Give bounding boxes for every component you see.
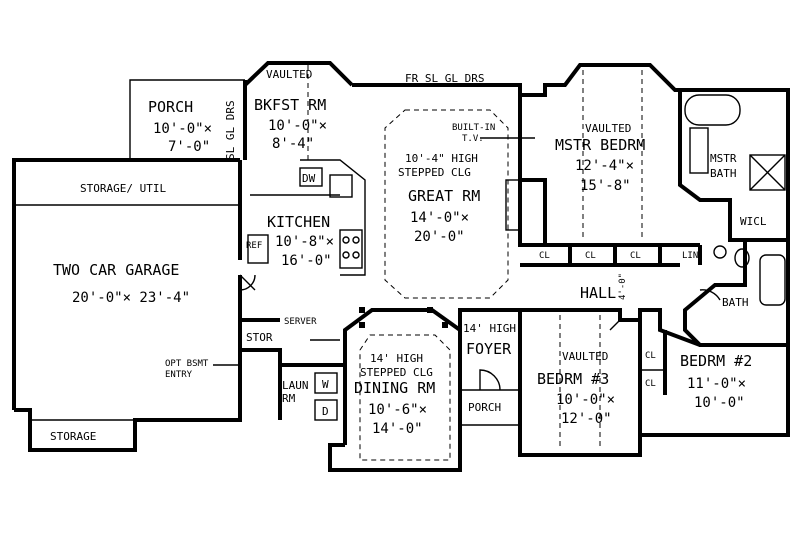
bkfst-dim2: 8'-4" <box>272 136 314 152</box>
garage-label: TWO CAR GARAGE <box>53 261 179 279</box>
dw-label: DW <box>302 172 316 185</box>
built-in-tv-line2: T.V. <box>462 134 484 144</box>
door-swings <box>239 274 721 391</box>
fireplace <box>505 179 521 231</box>
bedrm3-label: BEDRM #3 <box>537 370 609 388</box>
washer-label: W <box>322 378 329 391</box>
mstr-bath-line1: MSTR <box>710 152 737 165</box>
porch-dim1: 10'-0"× <box>153 121 212 137</box>
great-dim1: 14'-0"× <box>410 210 469 226</box>
mstr-bedrm-dim1: 12'-4"× <box>575 158 634 174</box>
wicl-label: WICL <box>740 215 767 228</box>
ceiling-outlines <box>307 65 643 461</box>
washer <box>314 372 338 394</box>
dining-dim1: 10'-6"× <box>368 402 427 418</box>
bedrm2-label: BEDRM #2 <box>680 352 752 370</box>
front-porch-label: PORCH <box>468 401 501 414</box>
dining-note2: STEPPED CLG <box>360 366 433 379</box>
cl-label-3: CL <box>630 251 641 261</box>
porch-label: PORCH <box>148 98 193 116</box>
room-labels: FR SL GL DRS SL GL DRS PORCH 10'-0"× 7'-… <box>14 68 767 443</box>
bedrm2-dim2: 10'-0" <box>694 395 745 411</box>
great-note1: 10'-4" HIGH <box>405 152 478 165</box>
kitchen-dim1: 10'-8"× <box>275 234 334 250</box>
fr-sl-gl-drs-label: FR SL GL DRS <box>405 72 484 85</box>
dining-label: DINING RM <box>354 379 435 397</box>
kitchen-dim2: 16'-0" <box>281 253 332 269</box>
storage-label: STORAGE <box>50 430 96 443</box>
kitchen-label: KITCHEN <box>267 213 330 231</box>
bedrm3-dim2: 12'-0" <box>561 411 612 427</box>
dryer-label: D <box>322 405 329 418</box>
cl-label-5: CL <box>645 379 656 389</box>
ref-label: REF <box>246 241 262 251</box>
cl-label-2: CL <box>585 251 596 261</box>
lin-label: LIN <box>682 251 698 261</box>
cl-label-4: CL <box>645 351 656 361</box>
bedrm3-dim1: 10'-0"× <box>556 392 615 408</box>
dining-note1: 14' HIGH <box>370 352 423 365</box>
bedrm3-note: VAULTED <box>562 350 608 363</box>
mstr-bedrm-dim2: 15'-8" <box>580 178 631 194</box>
cl-label-1: CL <box>539 251 550 261</box>
laun-line1: LAUN <box>282 379 309 392</box>
storage-util-label: STORAGE/ UTIL <box>80 182 166 195</box>
hall-label: HALL <box>580 284 616 302</box>
exterior-walls <box>12 61 790 472</box>
mstr-bath-line2: BATH <box>710 167 737 180</box>
kitchen-fixtures <box>247 159 366 276</box>
bath-fixtures <box>684 94 786 306</box>
columns <box>359 307 448 328</box>
dryer <box>314 399 338 421</box>
foyer-label: FOYER <box>466 340 512 358</box>
server-label: SERVER <box>284 317 317 327</box>
bedrm2-dim1: 11'-0"× <box>687 376 746 392</box>
bath-label: BATH <box>722 296 749 309</box>
great-label: GREAT RM <box>408 187 480 205</box>
sl-gl-drs-label: SL GL DRS <box>224 100 237 160</box>
bkfst-dim1: 10'-0"× <box>268 118 327 134</box>
laun-line2: RM <box>282 392 296 405</box>
opt-bsmt-line2: ENTRY <box>165 370 193 380</box>
hall-dim: 4'-0" <box>618 273 628 300</box>
foyer-note: 14' HIGH <box>463 322 516 335</box>
built-in-tv-line1: BUILT-IN <box>452 123 495 133</box>
mstr-bedrm-note: VAULTED <box>585 122 631 135</box>
bkfst-label: BKFST RM <box>254 96 326 114</box>
great-dim2: 20'-0" <box>414 229 465 245</box>
mstr-bedrm-label: MSTR BEDRM <box>555 136 645 154</box>
stor-label: STOR <box>246 331 273 344</box>
porch-dim2: 7'-0" <box>168 139 210 155</box>
garage-dim: 20'-0"× 23'-4" <box>72 290 190 306</box>
great-note2: STEPPED CLG <box>398 166 471 179</box>
opt-bsmt-line1: OPT BSMT <box>165 359 209 369</box>
bkfst-note: VAULTED <box>266 68 312 81</box>
dining-dim2: 14'-0" <box>372 421 423 437</box>
